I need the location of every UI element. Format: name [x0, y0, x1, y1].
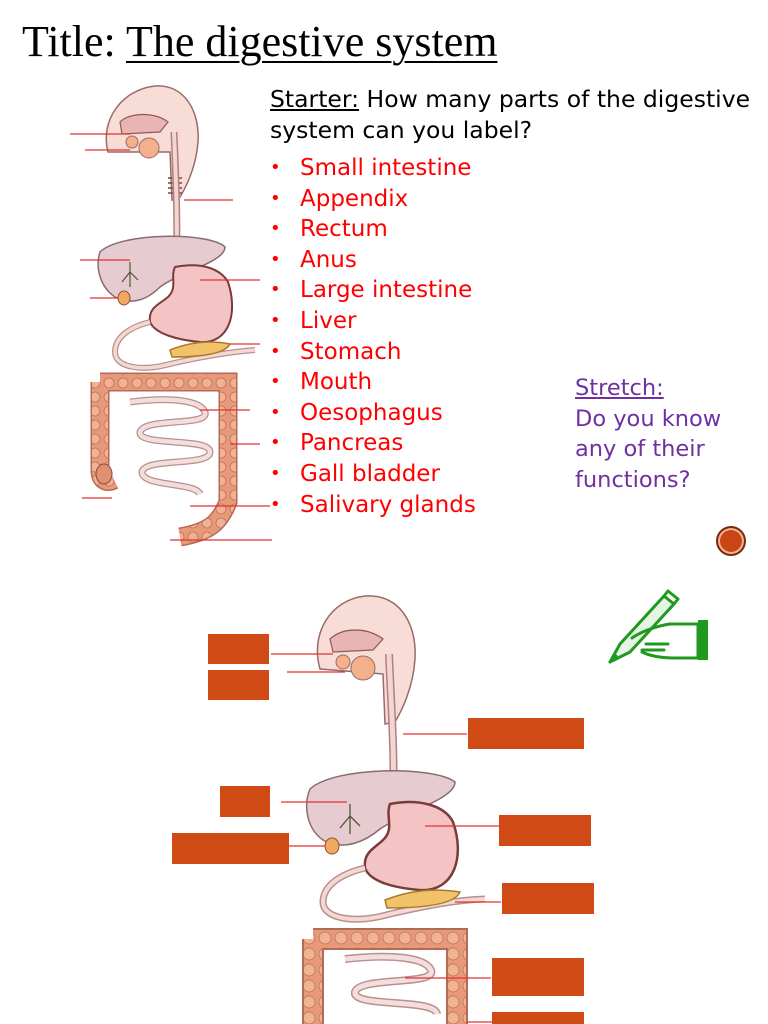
- stretch-line: any of their: [575, 436, 705, 462]
- answer-box[interactable]: [492, 1012, 584, 1024]
- part-label: Liver: [300, 307, 357, 334]
- list-item: • Anus: [270, 245, 476, 276]
- bullet: •: [270, 279, 281, 301]
- part-label: Gall bladder: [300, 460, 440, 487]
- answer-box[interactable]: [499, 815, 591, 846]
- starter-label: Starter:: [270, 85, 360, 113]
- stretch-question: Stretch: Do you know any of their functi…: [575, 373, 765, 495]
- part-label: Pancreas: [300, 430, 404, 457]
- bullet: •: [270, 371, 281, 393]
- part-label: Appendix: [300, 185, 409, 212]
- bullet: •: [270, 462, 281, 484]
- parts-list: • Small intestine • Appendix • Rectum • Anus…: [270, 153, 476, 520]
- list-item: • Rectum: [270, 214, 476, 245]
- list-item: • Mouth: [270, 367, 476, 398]
- starter-question: Starter: How many parts of the digestive…: [270, 84, 762, 146]
- title-text: The digestive system: [125, 17, 498, 66]
- answer-box[interactable]: [468, 718, 584, 749]
- answer-box[interactable]: [208, 634, 269, 664]
- list-item: • Stomach: [270, 337, 476, 368]
- list-item: • Gall bladder: [270, 459, 476, 490]
- part-label: Oesophagus: [300, 399, 443, 426]
- list-item: • Pancreas: [270, 428, 476, 459]
- title-prefix: Title:: [22, 17, 126, 66]
- bullet: •: [270, 432, 281, 454]
- part-label: Large intestine: [300, 277, 473, 304]
- part-label: Anus: [300, 246, 357, 273]
- answer-box[interactable]: [220, 786, 270, 817]
- part-label: Stomach: [300, 338, 402, 365]
- answer-box[interactable]: [492, 958, 584, 996]
- bullet: •: [270, 157, 281, 178]
- list-item: • Small intestine: [270, 153, 476, 184]
- list-item: • Oesophagus: [270, 398, 476, 429]
- list-item: • Large intestine: [270, 275, 476, 306]
- answer-box[interactable]: [172, 833, 289, 864]
- stretch-line: Do you know: [575, 405, 722, 432]
- part-label: Rectum: [300, 216, 388, 243]
- list-item: • Appendix: [270, 184, 476, 215]
- digestive-diagram-bottom: [271, 595, 501, 1024]
- digestive-diagram-top: [70, 85, 272, 547]
- answer-box[interactable]: [502, 883, 594, 914]
- bullet: •: [270, 401, 281, 423]
- bullet: •: [270, 187, 281, 209]
- starter-text: How many parts of the digestive system c…: [270, 85, 751, 144]
- list-item: • Liver: [270, 306, 476, 337]
- hand-writing-icon: [608, 589, 708, 664]
- bullet: •: [270, 218, 281, 240]
- bullet: •: [270, 309, 281, 331]
- next-slide-icon[interactable]: [716, 526, 746, 556]
- part-label: Small intestine: [300, 155, 472, 181]
- bullet: •: [270, 493, 281, 515]
- stretch-line: functions?: [575, 466, 691, 493]
- page-title: Title: The digestive system: [22, 17, 498, 66]
- bullet: •: [270, 248, 281, 270]
- answer-box[interactable]: [208, 670, 269, 700]
- stretch-label: Stretch:: [575, 375, 664, 401]
- part-label: Mouth: [300, 369, 373, 396]
- list-item: • Salivary glands: [270, 490, 476, 521]
- bullet: •: [270, 340, 281, 362]
- part-label: Salivary glands: [300, 491, 476, 518]
